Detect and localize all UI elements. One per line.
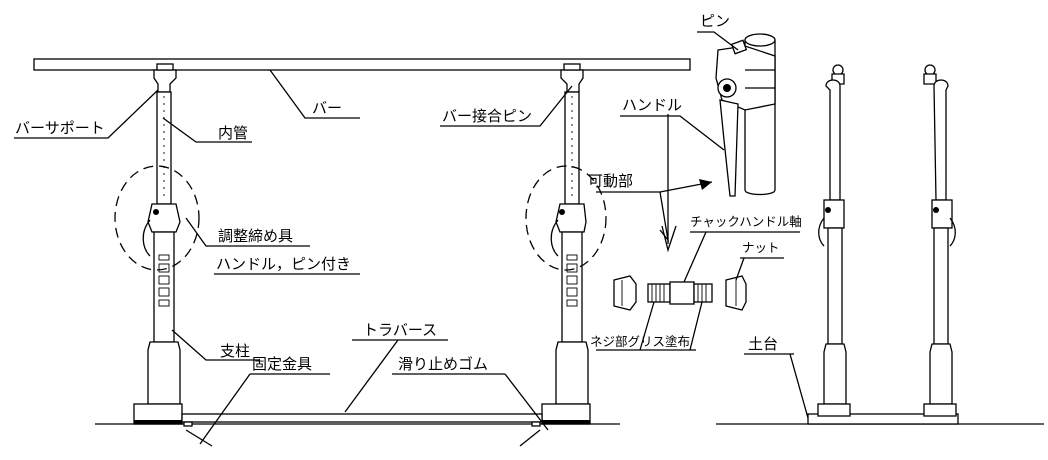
- label-fixing-bracket: 固定金具: [252, 355, 312, 373]
- traverse-beam: [181, 413, 543, 423]
- label-bar: バー: [312, 99, 342, 117]
- side-base-plate: [807, 413, 959, 425]
- exploded-parts: [613, 275, 747, 311]
- label-inner-tube: 内管: [218, 124, 248, 142]
- detail-view: ピン ハンドル 可動部: [588, 12, 802, 351]
- label-handle: ハンドル: [622, 96, 682, 114]
- side-post-right: [923, 64, 957, 417]
- label-movable-part: 可動部: [588, 172, 633, 190]
- label-bar-joint-pin: バー接合ピン: [442, 107, 532, 125]
- side-view: 土台: [716, 64, 1044, 425]
- right-post: [541, 63, 591, 425]
- label-adjust-fitting: 調整締め具: [218, 227, 293, 245]
- label-handle-pin: ハンドル，ピン付き: [216, 255, 351, 273]
- label-base: 土台: [748, 335, 778, 353]
- label-pin: ピン: [700, 12, 730, 30]
- top-bar: [33, 58, 691, 71]
- detail-ellipse-left: [114, 165, 200, 271]
- leader-lines: [14, 69, 573, 447]
- label-bar-support: バーサポート: [15, 119, 105, 137]
- label-post: 支柱: [220, 342, 250, 360]
- detail-ellipse-right: [525, 165, 607, 271]
- label-chuck-handle-shaft: チャックハンドル軸: [690, 214, 802, 229]
- left-post: [133, 63, 183, 425]
- label-thread-grease: ネジ部グリス塗布: [590, 334, 690, 349]
- side-post-left: [817, 64, 851, 417]
- front-view: バーサポート バー 内管 バー接合ピン 調整締め具 ハンドル，ピン付き 支柱 ト…: [14, 58, 691, 447]
- label-anti-slip-rubber: 滑り止めゴム: [398, 355, 488, 373]
- label-nut: ナット: [742, 240, 780, 255]
- label-traverse: トラバース: [363, 321, 437, 339]
